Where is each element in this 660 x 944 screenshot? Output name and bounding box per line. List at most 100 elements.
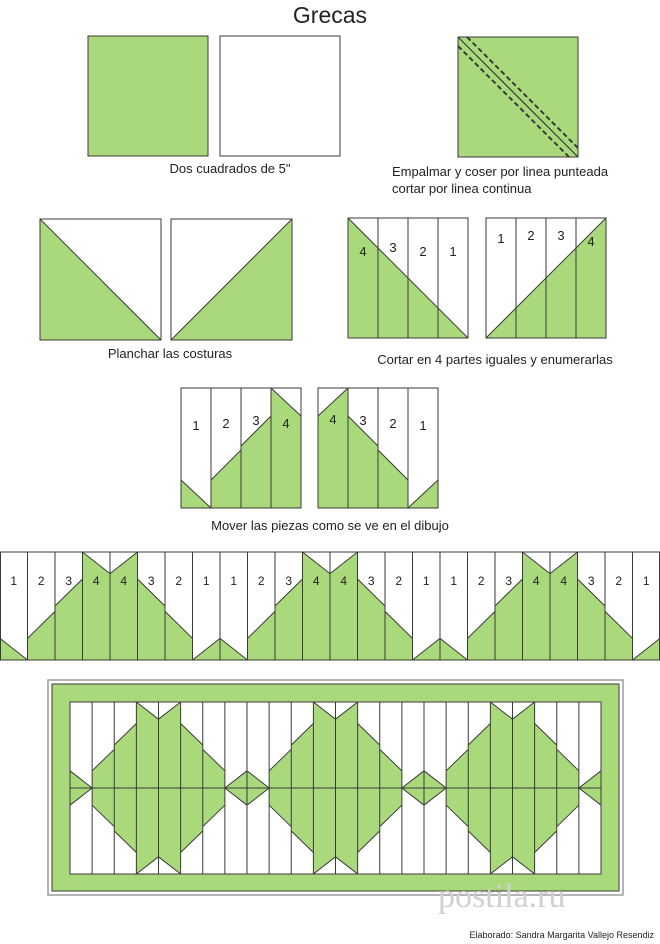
step1-squares xyxy=(87,35,341,157)
seam-line xyxy=(401,770,425,789)
seam-line xyxy=(202,748,226,772)
strip-number-label: 4 xyxy=(93,574,100,588)
seam-line xyxy=(412,638,441,661)
green-strip-piece xyxy=(446,749,469,788)
green-strip-piece xyxy=(446,788,469,827)
step2-caption-line1: Empalmar y coser por linea punteada xyxy=(392,164,609,179)
seam-line xyxy=(577,578,606,607)
strip-number-label: 3 xyxy=(285,574,292,588)
green-strip-piece xyxy=(335,788,358,874)
seam-line xyxy=(247,611,276,639)
seam-line xyxy=(113,830,137,853)
green-strip-piece xyxy=(269,749,292,788)
seam-line xyxy=(335,701,358,720)
seam-line xyxy=(467,723,491,746)
seam-line xyxy=(268,748,292,772)
strip-number-label: 3 xyxy=(252,413,259,428)
seam-line xyxy=(379,804,403,828)
seam-line xyxy=(313,701,336,720)
seam-line xyxy=(401,787,425,806)
seam-line xyxy=(357,723,381,746)
seam-line xyxy=(290,830,314,853)
green-strip-piece xyxy=(318,388,348,508)
seam-line xyxy=(224,770,248,789)
seam-line xyxy=(467,611,496,639)
seam-line xyxy=(170,218,293,341)
green-strip-piece xyxy=(165,611,193,660)
block-outline xyxy=(180,387,302,509)
strip-number-label: 1 xyxy=(497,231,504,246)
strip-number-label: 3 xyxy=(368,574,375,588)
strip-number-label: 4 xyxy=(587,234,594,249)
seam-line xyxy=(329,551,358,574)
seam-line xyxy=(357,578,386,607)
seam-dotted-line xyxy=(457,45,570,158)
seam-line xyxy=(202,804,226,828)
strip-number-label: 4 xyxy=(560,574,567,588)
seam-line xyxy=(91,804,115,828)
strip-number-label: 1 xyxy=(643,574,650,588)
square-outline xyxy=(347,217,469,339)
strip-number-label: 3 xyxy=(557,228,564,243)
seam-line xyxy=(246,770,270,789)
white-square xyxy=(219,35,341,157)
seam-line xyxy=(556,748,580,772)
step5-caption: Mover las piezas como se ve en el dibujo xyxy=(211,518,449,533)
green-strip-piece xyxy=(385,611,413,660)
green-strip-piece xyxy=(82,552,110,660)
seam-line xyxy=(54,578,83,607)
strip-number-label: 2 xyxy=(175,574,182,588)
strip-number-label: 3 xyxy=(588,574,595,588)
strip-number-label: 3 xyxy=(148,574,155,588)
strip-number-label: 1 xyxy=(423,574,430,588)
strip-number-label: 2 xyxy=(395,574,402,588)
seam-line xyxy=(512,701,535,720)
seam-line xyxy=(347,415,379,447)
strip-number-label: 3 xyxy=(359,413,366,428)
step4-caption: Cortar en 4 partes iguales y enumerarlas xyxy=(377,352,613,367)
seam-line xyxy=(224,787,248,806)
green-strip-piece xyxy=(247,611,275,660)
green-strip-piece xyxy=(490,702,513,788)
seam-line xyxy=(632,638,660,661)
seam-line xyxy=(158,701,181,720)
seam-line xyxy=(69,787,93,806)
seam-line xyxy=(423,770,447,789)
seam-line xyxy=(578,787,602,806)
seam-line xyxy=(357,830,381,853)
strip-number-label: 1 xyxy=(230,574,237,588)
green-strip-piece xyxy=(556,788,579,827)
step3-caption: Planchar las costuras xyxy=(107,346,233,361)
seam-line xyxy=(445,748,469,772)
strip-number-label: 2 xyxy=(389,416,396,431)
seam-line xyxy=(91,748,115,772)
author-credit: Elaborado: Sandra Margarita Vallejo Rese… xyxy=(469,930,654,940)
seam-dotted-line xyxy=(466,36,579,149)
block-outline xyxy=(317,387,439,509)
seam-line xyxy=(490,701,513,720)
step2-sewn-square xyxy=(457,36,579,158)
seam-line xyxy=(240,415,272,447)
strip-number-label: 2 xyxy=(38,574,45,588)
seam-line xyxy=(164,611,193,639)
seam-line xyxy=(379,748,403,772)
seam-line xyxy=(512,856,535,875)
seam-line xyxy=(407,479,439,509)
seam-line xyxy=(180,479,212,509)
page-title: Grecas xyxy=(292,2,368,28)
green-strip-piece xyxy=(158,702,181,788)
seam-line xyxy=(578,770,602,789)
strip-number-label: 2 xyxy=(478,574,485,588)
seam-line xyxy=(313,856,336,875)
green-strip-piece xyxy=(92,788,115,827)
green-strip-piece xyxy=(378,450,408,508)
seam-line xyxy=(302,551,331,574)
strip-number-label: 2 xyxy=(615,574,622,588)
seam-line xyxy=(604,611,633,639)
strip-number-label: 4 xyxy=(359,244,366,259)
hst-right xyxy=(170,218,293,341)
seam-line xyxy=(109,551,138,574)
seam-line xyxy=(556,804,580,828)
